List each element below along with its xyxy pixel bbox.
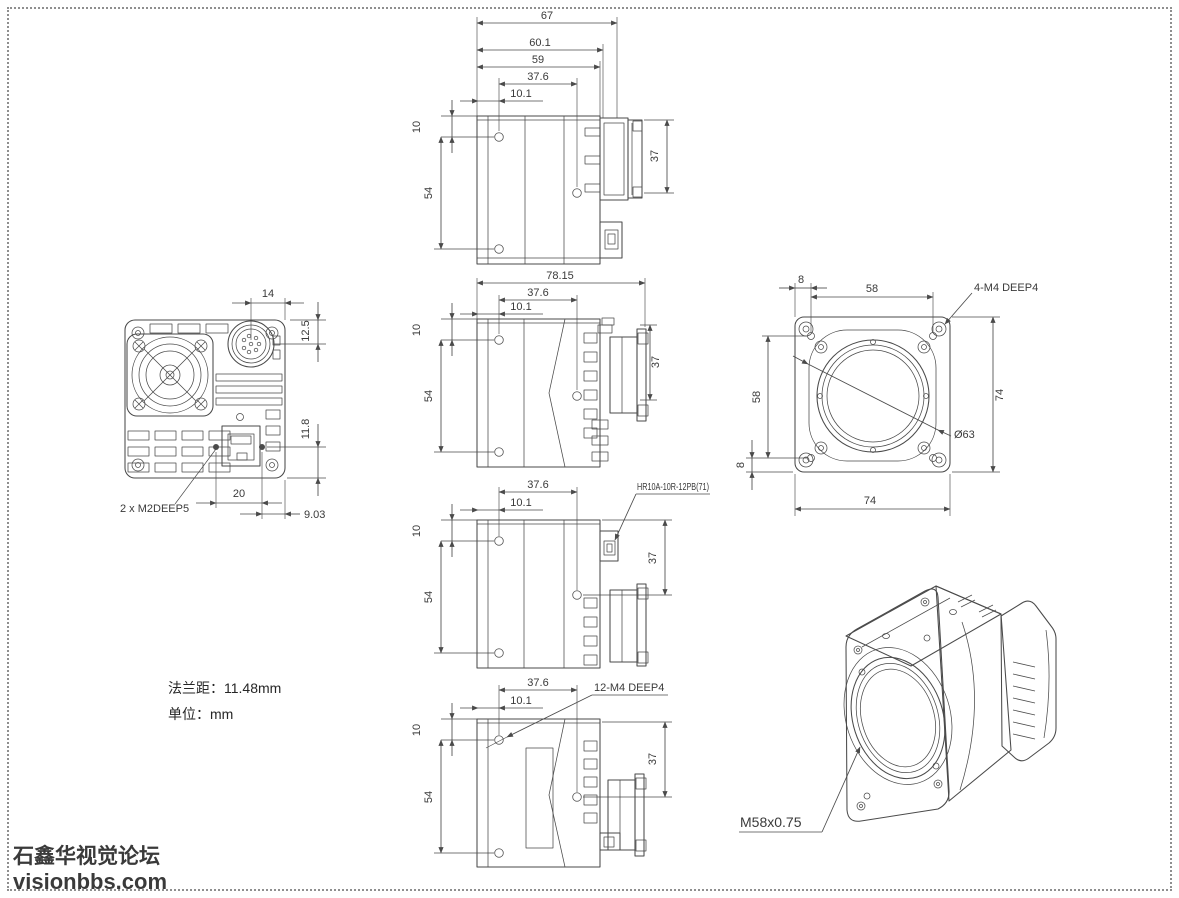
iso-side-face	[935, 585, 1012, 802]
dim-10: 10	[411, 724, 423, 736]
dim-20: 20	[233, 488, 245, 500]
dim-54: 54	[423, 390, 435, 402]
drawing-notes: 法兰距：11.48mm 单位：mm	[168, 680, 281, 722]
dim-10: 10	[411, 324, 423, 336]
dim-8-top: 8	[798, 274, 804, 286]
iso-lens-flange	[843, 647, 953, 785]
dim-58-top: 58	[866, 283, 878, 295]
mount-hole	[494, 244, 504, 254]
ethernet-port	[221, 413, 261, 467]
connector-label: HR10A-10R-12PB(71)	[637, 482, 709, 493]
iso-lens-mount	[850, 656, 946, 780]
view-isometric: M58x0.75	[739, 585, 1057, 833]
io-connector-side	[599, 221, 623, 259]
dim-lens-diameter: Ø63	[954, 429, 975, 441]
dim-54: 54	[423, 791, 435, 803]
status-led	[236, 413, 244, 421]
note-unit: 单位：mm	[168, 706, 233, 722]
dim-59: 59	[532, 54, 544, 66]
dim-37-6: 37.6	[527, 479, 548, 491]
dim-37: 37	[650, 356, 662, 368]
lens-mount-flange	[808, 329, 937, 462]
dim-37: 37	[649, 150, 661, 162]
io-connector-side	[599, 832, 621, 851]
label-recess	[525, 747, 554, 849]
dim-60-1: 60.1	[529, 37, 550, 49]
hirose-connector	[599, 530, 619, 562]
view-front: 8 58 4-M4 DEEP4 58 8 74 74 Ø63	[735, 274, 1038, 516]
dim-78-15: 78.15	[546, 270, 574, 282]
dim-37: 37	[647, 753, 659, 765]
dim-10-1: 10.1	[510, 301, 531, 313]
view-side-connector: HR10A-10R-12PB(71) 37.6 10.1 10 54 37	[411, 479, 710, 669]
dim-10-1: 10.1	[510, 497, 531, 509]
dim-12-5: 12.5	[300, 320, 312, 341]
dim-74-bottom: 74	[864, 495, 876, 507]
dim-58-left: 58	[751, 391, 763, 403]
fan-unit	[607, 779, 636, 851]
dim-37-6: 37.6	[527, 287, 548, 299]
mount-hole	[572, 188, 582, 198]
camera-body-outline	[476, 718, 601, 868]
m4-hole	[929, 454, 937, 462]
dim-10: 10	[411, 525, 423, 537]
camera-body-outline	[476, 318, 601, 468]
holes-label-m2: 2 x M2DEEP5	[120, 503, 189, 515]
fan-unit	[609, 589, 638, 663]
dim-11-8: 11.8	[300, 419, 312, 440]
watermark: 石鑫华视觉论坛 visionbbs.com	[12, 844, 167, 894]
holes-label-4m4: 4-M4 DEEP4	[974, 282, 1038, 294]
m4-hole	[807, 332, 815, 340]
holes-label-12m4: 12-M4 DEEP4	[594, 682, 664, 694]
fan-unit	[609, 336, 638, 414]
thread-label: M58x0.75	[740, 814, 802, 830]
dim-9-03: 9.03	[304, 509, 325, 521]
view-side-right: 78.15 37.6 10.1 10 54 37	[411, 270, 662, 468]
dim-67: 67	[541, 10, 553, 22]
iso-front-face	[845, 588, 950, 822]
dim-74-right: 74	[994, 389, 1006, 401]
dim-54: 54	[423, 591, 435, 603]
lens-mount-outer	[816, 339, 930, 453]
m4-hole	[807, 454, 815, 462]
m4-hole	[929, 332, 937, 340]
mount-hole	[494, 132, 504, 142]
fan-frame	[126, 333, 214, 417]
dim-37-6: 37.6	[527, 71, 548, 83]
watermark-site-url: visionbbs.com	[13, 869, 167, 894]
watermark-forum-name: 石鑫华视觉论坛	[12, 844, 160, 868]
dim-54: 54	[423, 187, 435, 199]
view-side-bottom: 12-M4 DEEP4 37.6 10.1 10 54 37	[411, 677, 672, 868]
dim-37: 37	[647, 552, 659, 564]
camera-body-outline	[476, 519, 601, 669]
dim-10: 10	[411, 121, 423, 133]
dim-14: 14	[262, 288, 274, 300]
dim-10-1: 10.1	[510, 88, 531, 100]
dim-37-6: 37.6	[527, 677, 548, 689]
fan-opening	[131, 336, 209, 414]
m2-hole	[213, 444, 219, 450]
back-panel	[124, 319, 286, 479]
m2-hole	[259, 444, 265, 450]
view-side-top: 67 60.1 59 37.6 10.1 10 54 37	[411, 10, 674, 265]
note-flange-distance: 法兰距：11.48mm	[168, 680, 281, 696]
dim-10-1: 10.1	[510, 695, 531, 707]
view-back: 14 12.5 11.8 20 9.03 2 x M2DEEP5	[120, 288, 326, 521]
camera-body-outline	[476, 115, 601, 265]
dim-8-bottom: 8	[735, 462, 747, 468]
iso-fan-block	[1000, 600, 1057, 762]
front-panel	[794, 316, 951, 473]
